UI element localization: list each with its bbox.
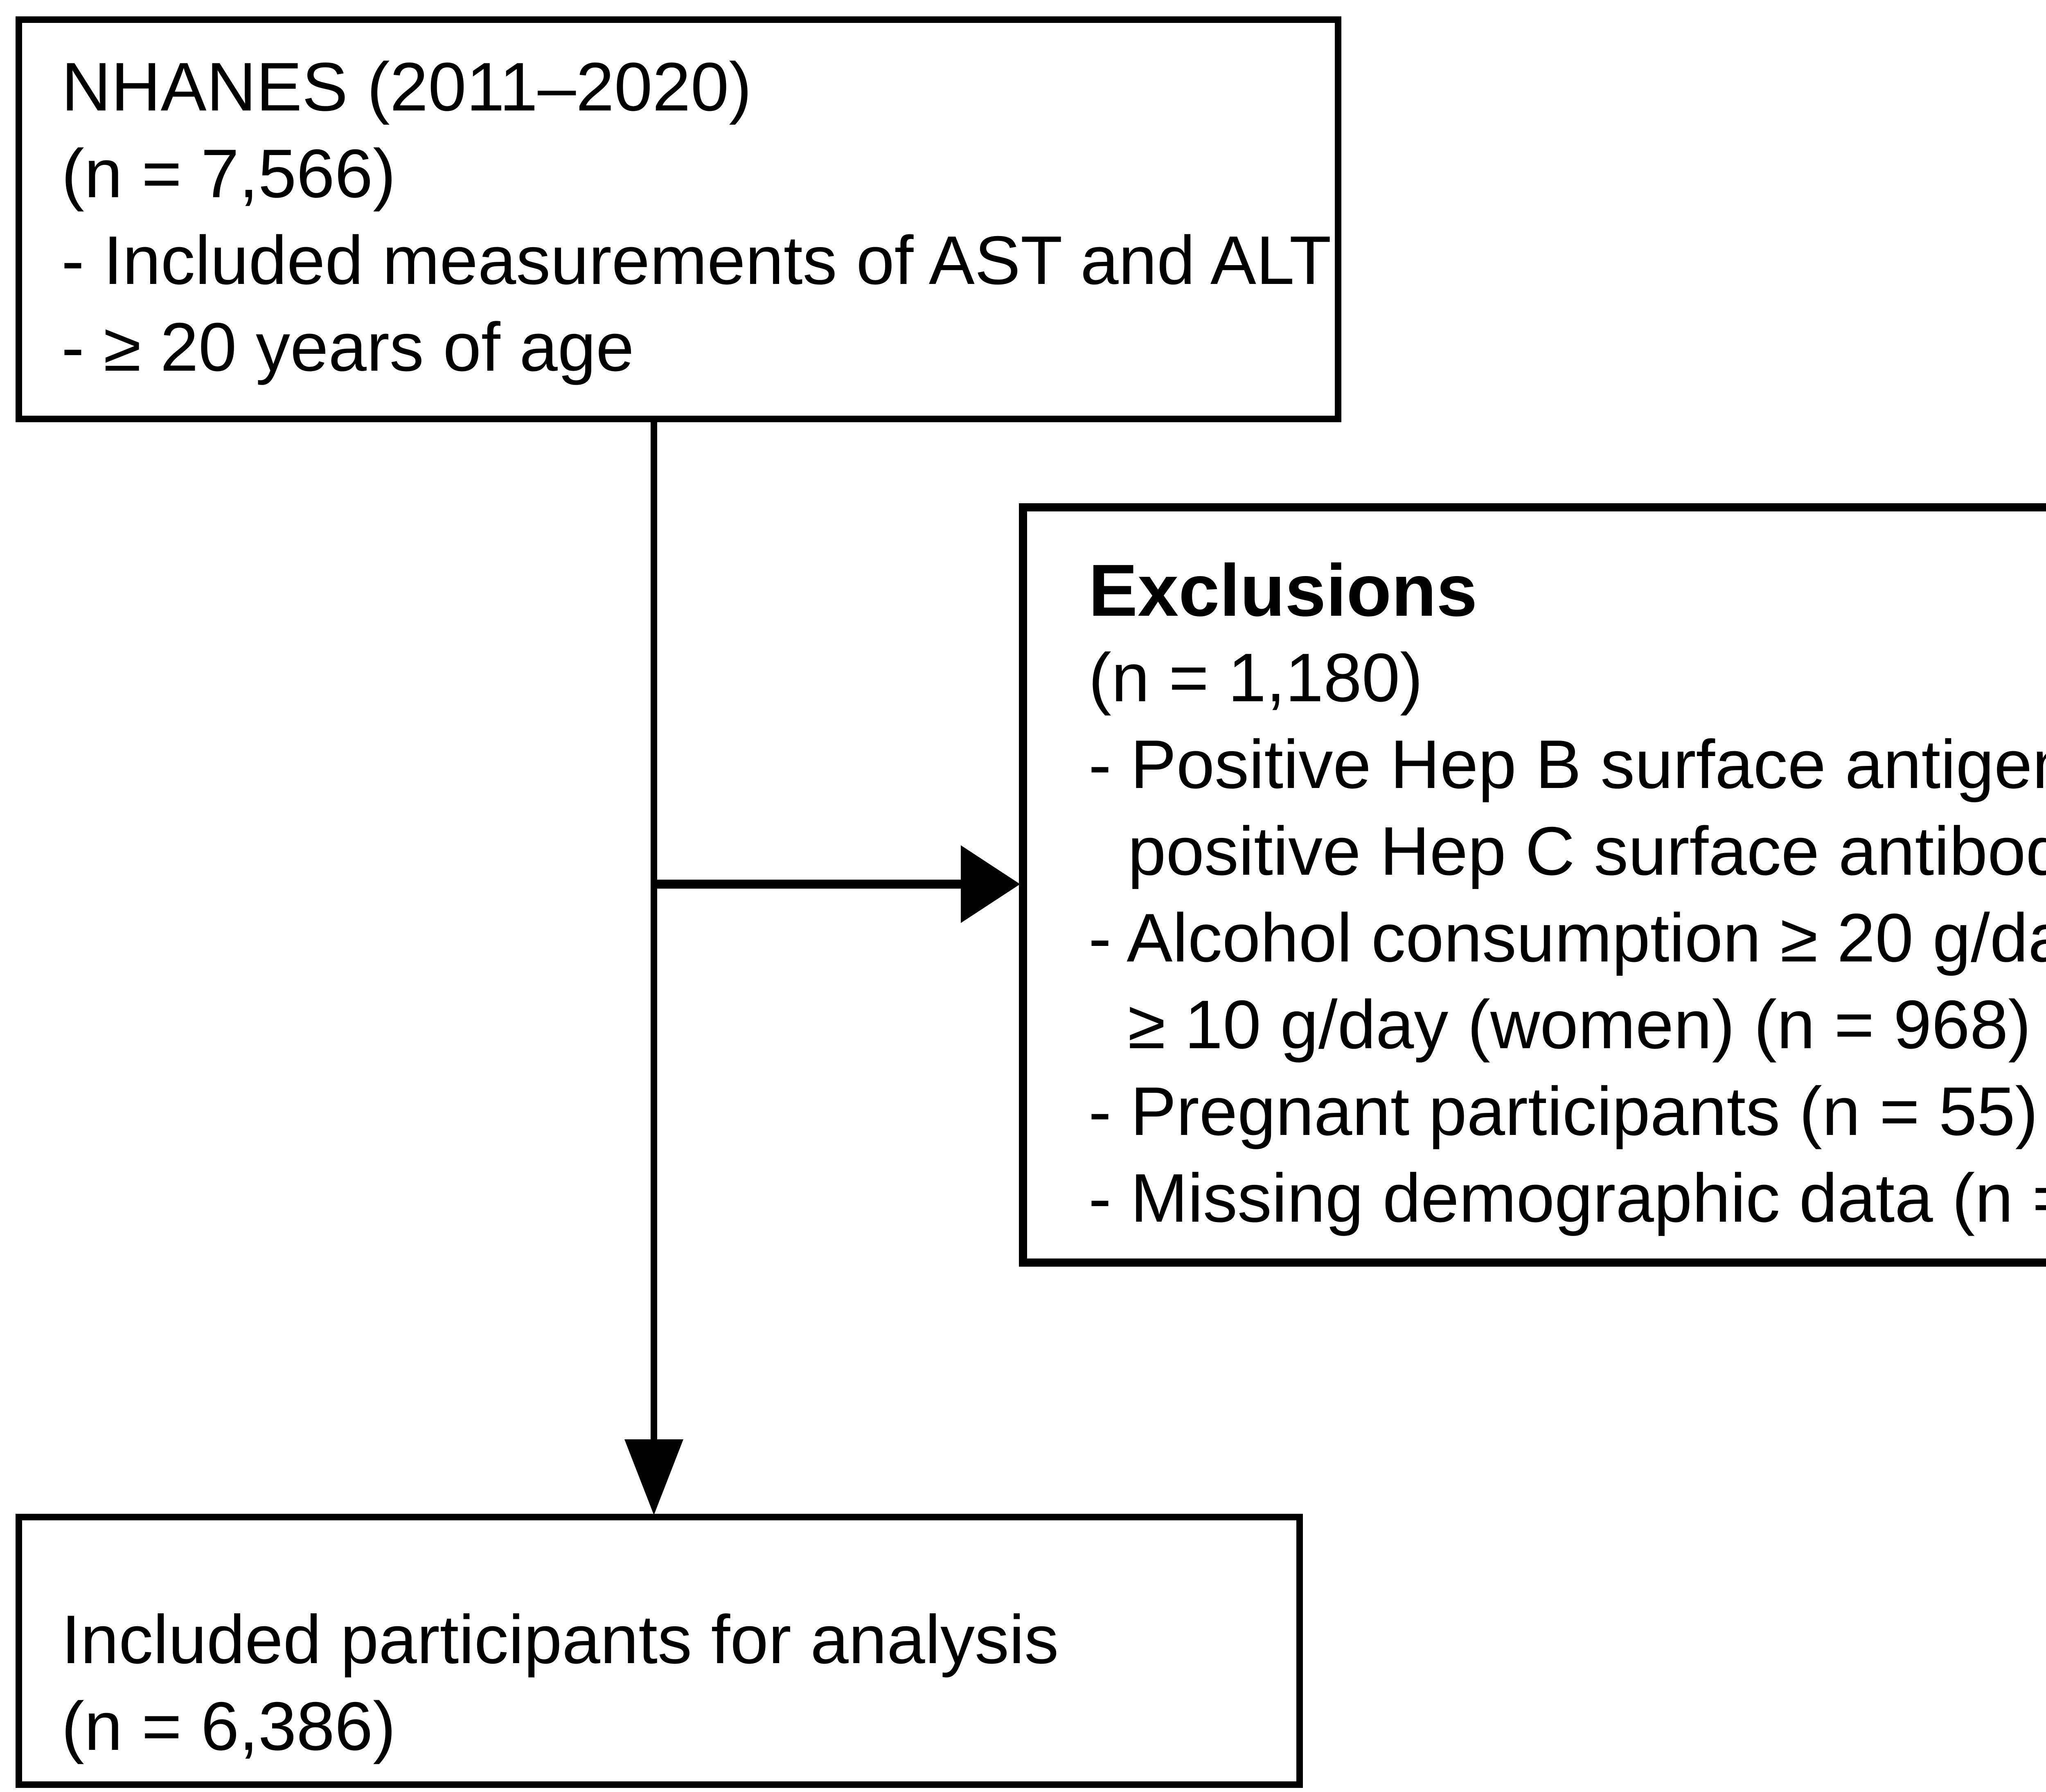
nhanes-title: NHANES (2011–2020): [61, 48, 752, 125]
exclusion-pregnant-line: - Pregnant participants (n = 55): [1088, 1073, 2038, 1150]
nhanes-criterion-age: - ≥ 20 years of age: [61, 308, 634, 385]
exclusions-box: Exclusions (n = 1,180) - Positive Hep B …: [1019, 503, 2046, 1267]
included-for-analysis-box: Included participants for analysis (n = …: [16, 1514, 1303, 1788]
exclusions-title: Exclusions: [1088, 549, 1478, 632]
included-count: (n = 6,386): [61, 1688, 396, 1765]
nhanes-count: (n = 7,566): [61, 135, 396, 212]
nhanes-criterion-ast-alt: - Included measurements of AST and ALT: [61, 222, 1332, 299]
exclusion-alcohol-women-line: ≥ 10 g/day (women) (n = 968): [1128, 986, 2031, 1063]
exclusions-count: (n = 1,180): [1088, 639, 1423, 716]
arrow-right-icon: [961, 845, 1020, 923]
exclusion-alcohol-men-line: - Alcohol consumption ≥ 20 g/day (men) O…: [1088, 899, 2046, 976]
included-title: Included participants for analysis: [61, 1601, 1059, 1678]
exclusion-missing-data-line: - Missing demographic data (n = 14): [1088, 1159, 2046, 1236]
connector-horizontal-line: [654, 880, 962, 889]
exclusion-hep-b-line: - Positive Hep B surface antigen OR: [1088, 726, 2046, 803]
exclusion-hep-c-line: positive Hep C surface antibody (n = 143…: [1128, 813, 2046, 889]
nhanes-source-box: NHANES (2011–2020) (n = 7,566) - Include…: [16, 16, 1341, 422]
connector-vertical-line: [651, 422, 657, 1443]
arrow-down-icon: [624, 1439, 683, 1515]
